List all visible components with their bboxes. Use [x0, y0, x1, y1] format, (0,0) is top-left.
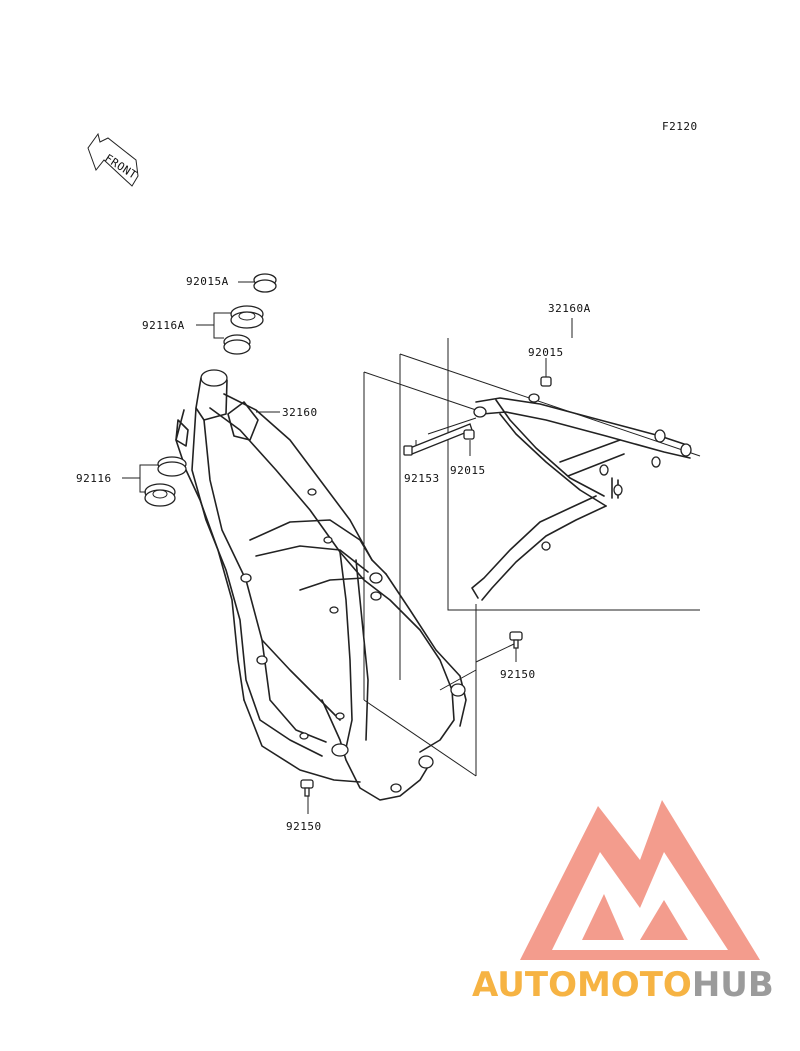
watermark-text-part2: HUB	[692, 965, 774, 1005]
figure-code: F2120	[662, 120, 698, 133]
callout-92015: 92015	[528, 346, 564, 359]
nut-92015-sub	[540, 376, 552, 387]
steering-bearing-top	[223, 305, 264, 355]
front-label: FRONT	[102, 152, 139, 182]
bolt-92150-right	[509, 631, 523, 649]
front-arrow-icon: FRONT	[87, 132, 139, 187]
callout-92015A: 92015A	[186, 275, 229, 288]
callout-92116A: 92116A	[142, 319, 185, 332]
watermark-text-part1: AUTOMOTO	[472, 965, 692, 1005]
callout-92150-bottom: 92150	[286, 820, 322, 833]
callout-92153: 92153	[404, 472, 440, 485]
leader-lines	[122, 281, 573, 814]
callout-92116: 92116	[76, 472, 112, 485]
callout-92150-right: 92150	[500, 668, 536, 681]
steering-bearing-bottom	[144, 456, 187, 507]
steering-nut-top	[253, 273, 277, 293]
nut-92015-sub2	[463, 429, 475, 440]
main-frame	[175, 369, 467, 801]
subframe	[471, 393, 692, 601]
automotohub-logo: AUTOMOTOHUB	[472, 800, 774, 1005]
bolt-92153	[403, 423, 473, 456]
reference-lines	[363, 338, 701, 777]
callout-92015-b: 92015	[450, 464, 486, 477]
bolt-92150-bottom	[300, 779, 314, 797]
callout-32160A: 32160A	[548, 302, 591, 315]
watermark-text-automoto: AUTOMOTOHUB	[472, 965, 774, 1005]
callout-32160: 32160	[282, 406, 318, 419]
